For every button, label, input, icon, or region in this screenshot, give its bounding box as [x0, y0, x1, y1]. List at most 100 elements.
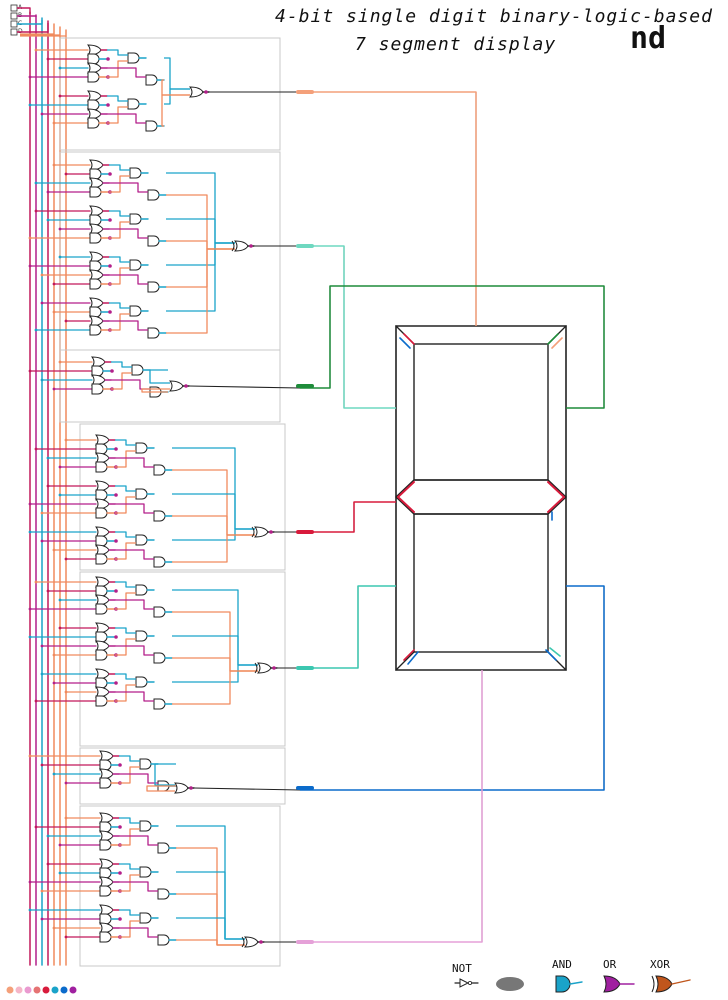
- junction-dot: [58, 465, 62, 469]
- and-gate: [127, 98, 147, 110]
- and-gate: [153, 510, 173, 522]
- or-gate-body: [88, 269, 104, 281]
- junction-dot: [52, 310, 56, 314]
- junction-dot: [34, 825, 38, 829]
- and-gate: [89, 260, 109, 272]
- or-gate: [86, 62, 108, 74]
- stage-wire: [109, 182, 148, 193]
- palette-dot: [42, 986, 50, 994]
- or-gate: [94, 452, 116, 464]
- stage-wire: [111, 361, 132, 368]
- stage-wire: [115, 592, 136, 610]
- stage-wire: [119, 909, 140, 916]
- combine-wire: [172, 670, 258, 705]
- junction-dot: [34, 209, 38, 213]
- stage-wire: [109, 267, 130, 285]
- combine-wire: [172, 493, 255, 530]
- combine-wire: [176, 893, 245, 946]
- combine-wire: [141, 388, 170, 393]
- and-gate: [95, 507, 115, 519]
- and-gate-body: [95, 553, 108, 565]
- or-gate-body: [86, 62, 102, 74]
- not-bubble: [108, 310, 112, 314]
- and-gate: [87, 99, 107, 111]
- and-gate-body: [95, 489, 108, 501]
- and-gate: [95, 677, 115, 689]
- and-gate: [139, 820, 159, 832]
- or-gate-body: [94, 576, 110, 588]
- segment-g-wire: [300, 501, 396, 533]
- and-gate: [99, 867, 119, 879]
- xor-gate-body: [256, 662, 272, 674]
- and-gate-body: [95, 507, 108, 519]
- and-gate-body: [87, 99, 100, 111]
- stage-wire: [115, 457, 154, 468]
- or-gate-body: [98, 768, 114, 780]
- junction-dot: [28, 369, 32, 373]
- section-frame: [59, 349, 281, 423]
- junction-dot: [40, 273, 44, 277]
- section-frame: [79, 747, 286, 805]
- and-gate: [87, 71, 107, 83]
- and-gate: [89, 186, 109, 198]
- segment-accent: [545, 649, 557, 661]
- and-gate: [99, 913, 119, 925]
- junction-dot: [58, 227, 62, 231]
- input-feed-wire: [17, 15, 37, 17]
- and-gate-body: [135, 676, 148, 688]
- or-gate-body: [94, 622, 110, 634]
- segment-e-wire: [300, 585, 396, 669]
- and-gate: [157, 934, 177, 946]
- and-gate-body: [153, 652, 166, 664]
- stage-wire: [115, 581, 136, 588]
- and-gate-body: [89, 260, 102, 272]
- xor-gate-arc: [231, 240, 235, 252]
- stage-wire: [109, 302, 130, 309]
- or-gate-body: [90, 374, 106, 386]
- stage-wire: [115, 485, 136, 492]
- not-bubble: [189, 786, 193, 790]
- combine-wire: [172, 469, 255, 536]
- segment-g-accent: [397, 481, 415, 498]
- junction-dot: [64, 690, 68, 694]
- junction-dot: [28, 75, 32, 79]
- or-gate: [94, 434, 116, 446]
- and-gate-body: [129, 305, 142, 317]
- and-gate-body: [91, 365, 104, 377]
- stage-wire: [111, 379, 150, 390]
- and-gate: [99, 759, 119, 771]
- junction-dot: [64, 816, 68, 820]
- and-gate: [147, 327, 167, 339]
- stage-wire: [115, 645, 154, 656]
- or-gate-body: [94, 594, 110, 606]
- section-frame: [79, 423, 286, 571]
- segment-accent: [551, 337, 563, 349]
- and-gate-body: [145, 74, 158, 86]
- not-bubble: [114, 681, 118, 685]
- and-gate-body: [87, 71, 100, 83]
- junction-dot: [46, 862, 50, 866]
- or-gate: [86, 90, 108, 102]
- not-bubble: [272, 666, 276, 670]
- not-bubble: [118, 871, 122, 875]
- and-gate: [89, 168, 109, 180]
- and-gate-body: [135, 584, 148, 596]
- junction-dot: [34, 447, 38, 451]
- or-gate: [94, 526, 116, 538]
- junction-dot: [46, 456, 50, 460]
- palette-dot: [60, 986, 68, 994]
- and-gate: [95, 649, 115, 661]
- section-frame: [79, 805, 281, 967]
- combine-wire: [176, 847, 245, 946]
- and-gate: [95, 489, 115, 501]
- junction-dot: [40, 763, 44, 767]
- or-gate: [94, 576, 116, 588]
- or-gate: [98, 876, 120, 888]
- stage-wire: [109, 210, 130, 217]
- and-gate-body: [139, 820, 152, 832]
- junction-dot: [52, 387, 56, 391]
- or-gate: [88, 269, 110, 281]
- and-gate-body: [95, 677, 108, 689]
- and-gate: [139, 866, 159, 878]
